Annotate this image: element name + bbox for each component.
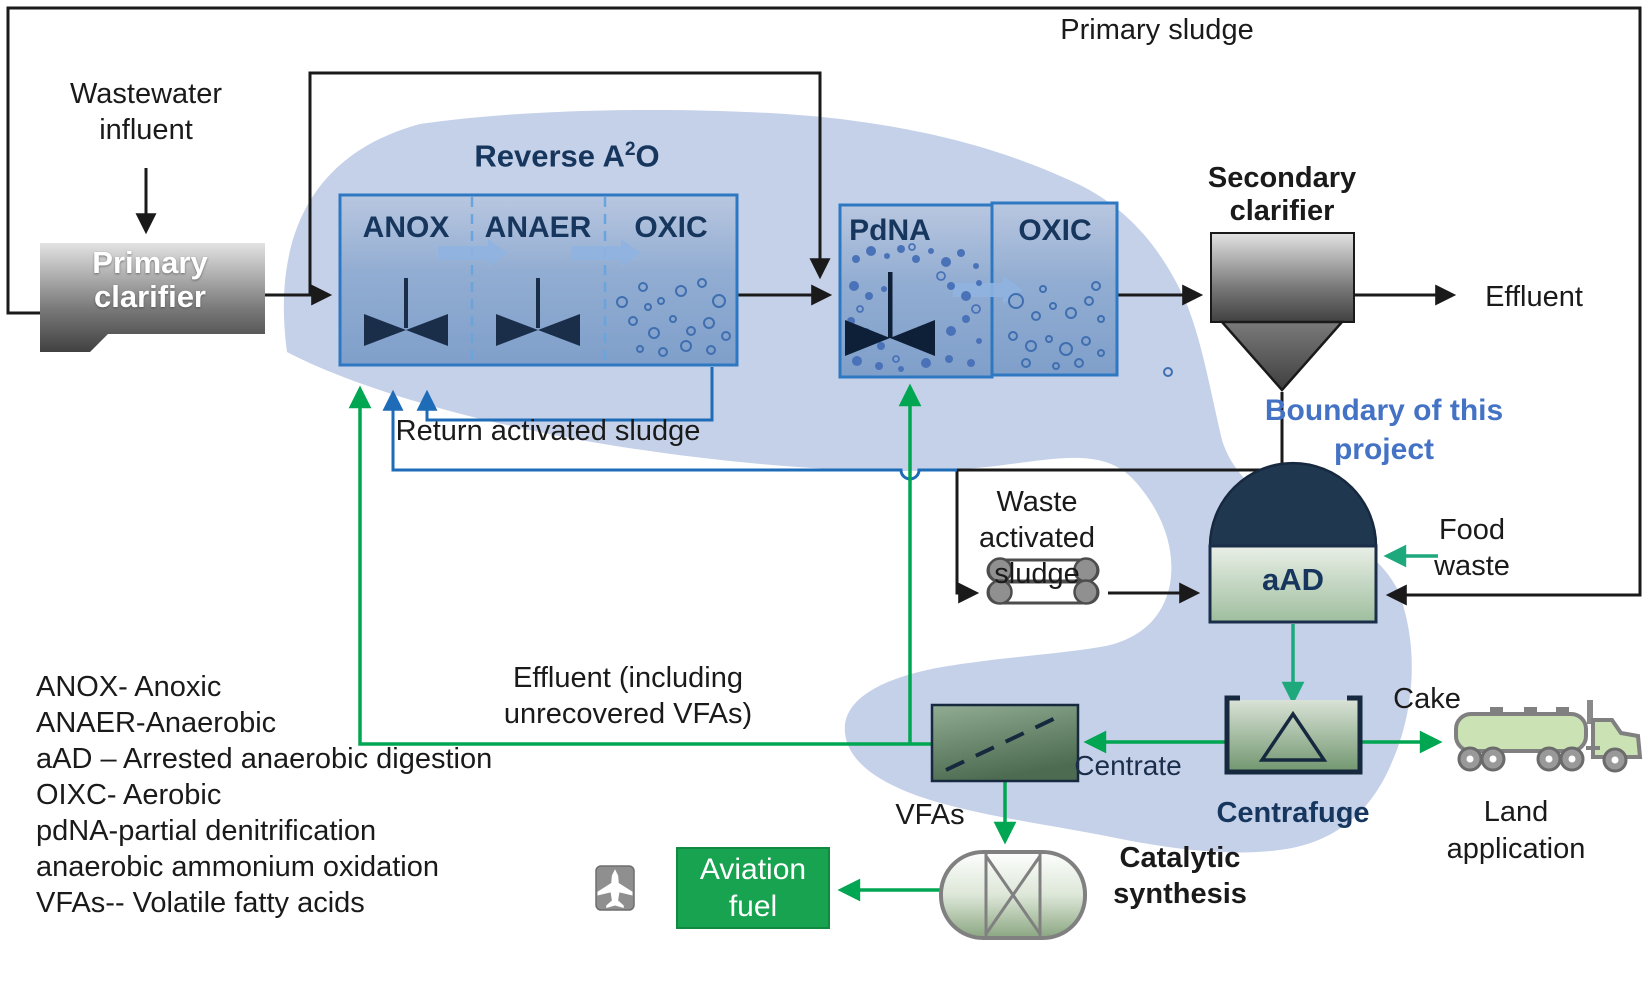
stage-anaer-label: ANAER: [484, 211, 592, 244]
return-activated-sludge-label: Return activated sludge: [395, 415, 701, 447]
aviation-fuel-label: Aviation fuel: [699, 853, 807, 923]
stage-flow-arrow: [571, 239, 641, 267]
pdna-oxic-reactor: [838, 201, 1173, 379]
catalytic-synthesis-label: Catalytic synthesis: [1113, 842, 1247, 910]
legend-item: pdNA-partial denitrification: [36, 815, 377, 847]
stage-pdna-label: PdNA: [849, 214, 931, 247]
land-application-label: Land application: [1446, 796, 1586, 865]
tanker-truck-icon: [1454, 700, 1643, 773]
effluent-unrecovered-label: Effluent (including unrecovered VFAs): [503, 662, 753, 730]
mixer-icon: [845, 272, 935, 356]
mixer-icon: [364, 278, 580, 346]
cake-label: Cake: [1393, 683, 1461, 715]
waste-sludge-line: [955, 470, 1201, 604]
bypass-line: [308, 71, 831, 295]
centrate-label: Centrate: [1074, 750, 1182, 781]
waste-activated-sludge-label: Waste activated sludge: [978, 486, 1096, 590]
effluent-label: Effluent: [1485, 281, 1583, 313]
primary-sludge-label: Primary sludge: [1060, 14, 1254, 46]
legend-item: anaerobic ammonium oxidation: [36, 851, 439, 883]
secondary-clarifier-label: Secondary clarifier: [1207, 162, 1357, 227]
internal-recycle-line: [416, 367, 714, 422]
catalytic-vessel-icon: [939, 850, 1087, 940]
centrifuge-icon: [1224, 695, 1363, 775]
reverse-a2o-reactor: [338, 193, 739, 367]
airplane-icon: [595, 865, 635, 911]
granule-rings-icon: [856, 243, 981, 363]
legend-item: ANOX- Anoxic: [36, 671, 222, 703]
primary-clarifier-label: Primary clarifier: [92, 245, 208, 314]
primary-clarifier-icon: [40, 243, 265, 352]
aad-label: aAD: [1261, 562, 1325, 597]
aeration-bubbles-icon: [616, 278, 731, 357]
stage-oxic2-label: OXIC: [1018, 214, 1092, 247]
legend-item: aAD – Arrested anaerobic digestion: [36, 743, 493, 775]
boundary-label: Boundary of this project: [1264, 394, 1504, 466]
aad-digester-icon: [1208, 461, 1378, 624]
aviation-fuel-box: [676, 847, 830, 929]
centrifuge-label: Centrafuge: [1216, 797, 1370, 829]
wastewater-influent-label: Wastewater influent: [69, 78, 223, 146]
vfa-recovery-unit-icon: [930, 703, 1080, 783]
reverse-a2o-label: Reverse A2O: [474, 138, 660, 174]
vfas-label: VFAs: [895, 799, 965, 831]
food-waste-label: Food waste: [1434, 514, 1510, 582]
legend-item: ANAER-Anaerobic: [36, 707, 277, 739]
aeration-bubbles-icon: [1008, 281, 1173, 377]
legend: ANOX- Anoxic ANAER-Anaerobic aAD – Arres…: [36, 669, 492, 921]
effluent-vfa-return-line: [348, 383, 932, 746]
secondary-clarifier-icon: [1210, 232, 1355, 392]
stage-oxic-label: OXIC: [634, 211, 708, 244]
belt-thickener-icon: [986, 557, 1100, 605]
stage-anox-label: ANOX: [362, 211, 450, 244]
legend-item: OIXC- Aerobic: [36, 779, 222, 811]
legend-item: VFAs-- Volatile fatty acids: [36, 887, 365, 919]
stage-flow-arrow: [438, 239, 508, 267]
